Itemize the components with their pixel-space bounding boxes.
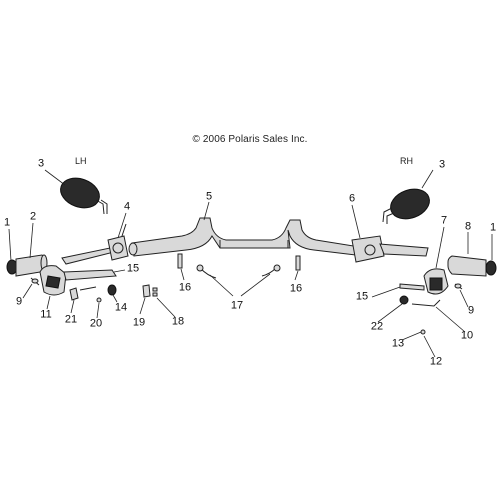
switch-housing-left — [39, 265, 117, 296]
mirror-left — [60, 177, 108, 215]
callout-9-right: 9 — [467, 304, 475, 317]
callout-15-left: 15 — [126, 262, 140, 275]
callout-3-left: 3 — [37, 157, 45, 170]
handlebar — [128, 217, 367, 257]
callout-1-left: 1 — [3, 216, 11, 229]
callout-13: 13 — [391, 337, 405, 350]
callout-12: 12 — [429, 355, 443, 368]
leader-lines — [8, 169, 493, 358]
callout-14: 14 — [114, 301, 128, 314]
callout-9-left: 9 — [15, 295, 23, 308]
callout-1-right: 1 — [489, 221, 497, 234]
small-parts-right — [399, 283, 463, 335]
end-cap-right — [485, 260, 497, 276]
callout-4: 4 — [123, 200, 131, 213]
callout-17: 17 — [230, 299, 244, 312]
side-label-rh: RH — [400, 156, 413, 166]
callout-21: 21 — [64, 313, 78, 326]
lever-assembly-left — [61, 223, 129, 265]
mirror-right — [382, 188, 430, 224]
callout-19: 19 — [132, 316, 146, 329]
small-parts-left — [30, 277, 117, 303]
callout-16-right: 16 — [289, 282, 303, 295]
callout-10: 10 — [460, 329, 474, 342]
master-cylinder-right — [351, 235, 429, 263]
callout-15-right: 15 — [355, 290, 369, 303]
callout-8: 8 — [464, 220, 472, 233]
grip-right — [447, 255, 487, 277]
callout-6: 6 — [348, 192, 356, 205]
callout-5: 5 — [205, 190, 213, 203]
callout-18: 18 — [171, 315, 185, 328]
callout-2: 2 — [29, 210, 37, 223]
callout-3-right: 3 — [438, 158, 446, 171]
callout-20: 20 — [89, 317, 103, 330]
center-small-parts — [142, 253, 301, 298]
callout-16-left: 16 — [178, 281, 192, 294]
copyright-notice: © 2006 Polaris Sales Inc. — [192, 134, 308, 145]
side-label-lh: LH — [75, 156, 87, 166]
callout-7: 7 — [440, 214, 448, 227]
switch-housing-right — [423, 268, 449, 295]
callout-11: 11 — [40, 308, 52, 321]
callout-22: 22 — [370, 320, 384, 333]
